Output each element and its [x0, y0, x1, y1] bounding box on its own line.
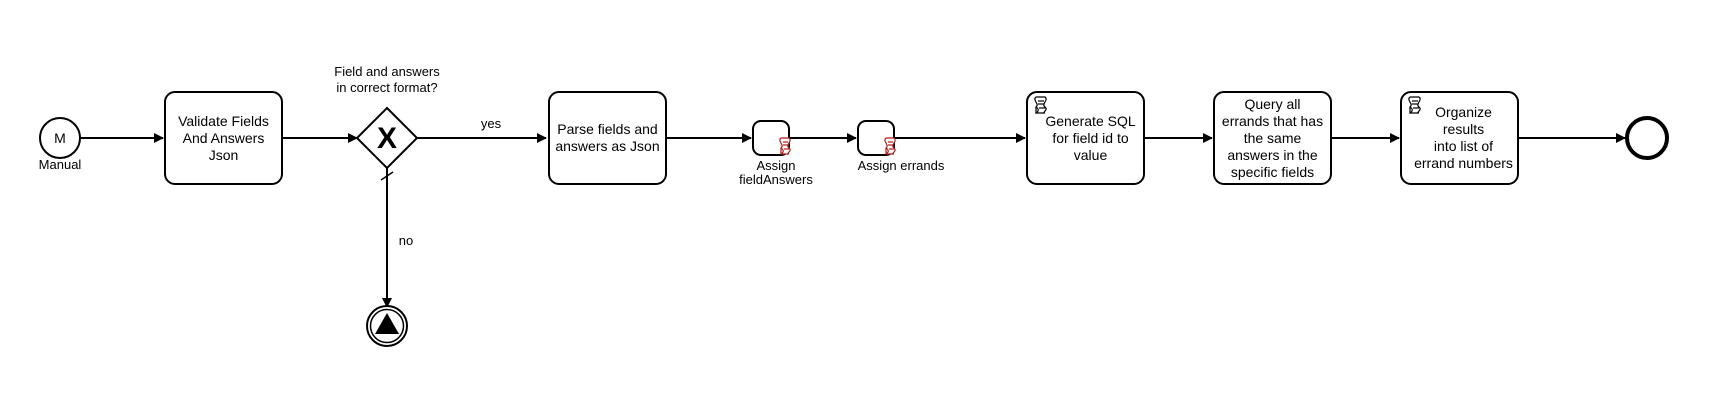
- task-generate-sql[interactable]: [1026, 91, 1145, 185]
- task-query-errands[interactable]: [1213, 91, 1332, 185]
- gateway-question-label: Field and answers in correct format?: [334, 64, 440, 95]
- start-event-label: Manual: [38, 157, 82, 172]
- script-icon: [779, 137, 791, 156]
- script-icon: [1034, 96, 1047, 115]
- flow-yes-label: yes: [480, 116, 502, 131]
- script-icon: [1408, 96, 1421, 115]
- end-event-escalation-inner-ring: [369, 308, 405, 344]
- task-organize-results[interactable]: [1400, 91, 1519, 185]
- flow-no-label: no: [398, 233, 414, 248]
- task-validate-fields[interactable]: [164, 91, 283, 185]
- task-generate-sql-label: Generate SQL for field id to value: [1045, 112, 1136, 163]
- task-parse-json-label: Parse fields and answers as Json: [555, 121, 660, 154]
- task-assign-field-answers-label: Assign fieldAnswers: [739, 158, 813, 187]
- escalation-icon: [375, 313, 399, 334]
- start-event[interactable]: [39, 117, 81, 159]
- task-organize-results-label: Organize results into list of errand num…: [1414, 104, 1513, 171]
- exclusive-gateway[interactable]: [355, 106, 419, 170]
- script-icon: [884, 137, 896, 156]
- gateway-x-marker: X: [377, 122, 397, 155]
- default-flow-slash: [380, 171, 394, 181]
- end-event[interactable]: [1625, 116, 1669, 160]
- task-query-errands-label: Query all errands that has the same answ…: [1221, 95, 1324, 180]
- task-parse-json[interactable]: [548, 91, 667, 185]
- task-assign-errands-label: Assign errands: [857, 158, 945, 173]
- start-event-marker: M: [54, 130, 66, 146]
- task-validate-fields-label: Validate Fields And Answers Json: [178, 112, 269, 163]
